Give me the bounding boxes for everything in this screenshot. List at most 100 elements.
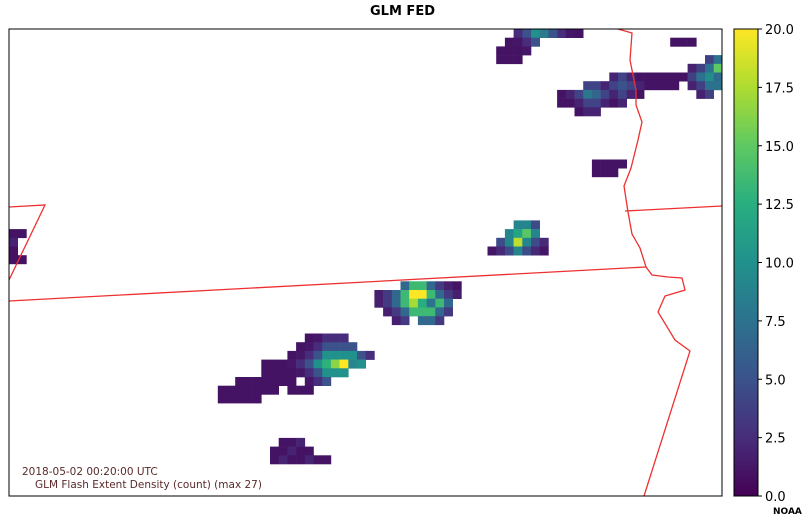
fed-cell [722, 55, 731, 64]
colorbar-scale [733, 28, 759, 497]
fed-cell [313, 368, 323, 378]
fed-cell [670, 81, 680, 91]
fed-cell [235, 385, 245, 395]
fed-cell [452, 281, 462, 291]
fed-cell [522, 237, 532, 247]
fed-cell [600, 168, 610, 178]
fed-cell [313, 342, 323, 352]
fed-cell [635, 89, 645, 99]
fed-cell [426, 316, 436, 326]
fed-cell [591, 159, 601, 169]
fed-cell [304, 359, 314, 369]
colorbar-tick-label: 5.0 [765, 373, 786, 388]
fed-cell [522, 229, 532, 239]
fed-cell [626, 81, 636, 91]
fed-cell [557, 89, 567, 99]
fed-cell [644, 72, 654, 82]
boundary-line-central [9, 266, 647, 302]
fed-cell [304, 377, 314, 386]
fed-cell [705, 81, 714, 91]
fed-cell [583, 107, 593, 117]
fed-cell [391, 298, 401, 308]
fed-cell [531, 29, 540, 38]
fed-cell [600, 159, 610, 169]
fed-cell [705, 89, 714, 99]
fed-cell [400, 281, 410, 291]
fed-cell [713, 72, 722, 82]
fed-cell [339, 342, 349, 352]
fed-cell [504, 246, 514, 256]
fed-cell [278, 446, 288, 456]
product-description: GLM Flash Extent Density (count) (max 27… [35, 479, 262, 491]
fed-cell [661, 72, 671, 82]
fed-cell [322, 342, 332, 352]
fed-cell [513, 237, 523, 247]
fed-cell [574, 98, 584, 108]
fed-cell [444, 281, 453, 291]
fed-cell [426, 307, 436, 317]
fed-cell [426, 290, 436, 299]
fed-cell [522, 46, 532, 56]
fed-cell [766, 55, 775, 64]
fed-cell [652, 81, 662, 91]
fed-cell [296, 455, 306, 465]
fed-cell [348, 359, 358, 369]
fed-cell [330, 342, 340, 352]
fed-cell [270, 385, 279, 395]
fed-cell [278, 455, 288, 465]
fed-cell [9, 246, 18, 256]
colorbar-tick-label: 2.5 [765, 432, 786, 447]
fed-cell [391, 307, 401, 317]
fed-cell [287, 437, 297, 447]
fed-cell [618, 81, 627, 91]
fed-cell [9, 237, 18, 247]
fed-cell [383, 298, 393, 308]
boundary-line-east [617, 29, 691, 496]
fed-cell [513, 29, 523, 38]
fed-cell [531, 237, 540, 247]
fed-cell [304, 446, 314, 456]
fed-cell [574, 29, 584, 38]
fed-cell [722, 64, 731, 73]
fed-cell [696, 63, 706, 73]
fed-cell [504, 37, 514, 47]
fed-cell [435, 307, 445, 317]
fed-cell [565, 89, 575, 99]
fed-cell [618, 159, 627, 169]
fed-cell [531, 229, 540, 239]
fed-cell [539, 237, 549, 247]
fed-cell [270, 359, 279, 369]
fed-cell [435, 298, 445, 308]
fed-cell [487, 246, 497, 256]
fed-cell [409, 290, 419, 299]
fed-cell [400, 290, 410, 299]
fed-cell [722, 73, 731, 82]
fed-cell [243, 385, 253, 395]
fed-cell [235, 394, 245, 404]
fed-cell [391, 290, 401, 299]
fed-cell [513, 229, 523, 239]
fed-cell [661, 81, 671, 91]
fed-cell [696, 72, 706, 82]
fed-cell [513, 46, 523, 56]
fed-cell [670, 37, 680, 47]
fed-cell [705, 55, 714, 65]
fed-cell [522, 246, 532, 256]
fed-cell [217, 394, 227, 404]
fed-cell [339, 359, 349, 369]
fed-cell [513, 246, 523, 256]
fed-cell [504, 229, 514, 239]
timestamp-label: 2018-05-02 00:20:00 UTC [22, 466, 158, 478]
fed-cell [313, 333, 323, 343]
fed-cell [17, 255, 27, 265]
fed-cell [9, 255, 18, 265]
fed-cell [522, 37, 532, 47]
fed-cell [435, 290, 445, 299]
fed-cell [287, 455, 297, 465]
fed-cell [600, 98, 610, 108]
fed-cell [278, 437, 288, 447]
fed-cell [270, 446, 279, 456]
fed-cell [583, 81, 593, 91]
fed-cell [531, 246, 540, 256]
fed-cell [348, 342, 358, 352]
